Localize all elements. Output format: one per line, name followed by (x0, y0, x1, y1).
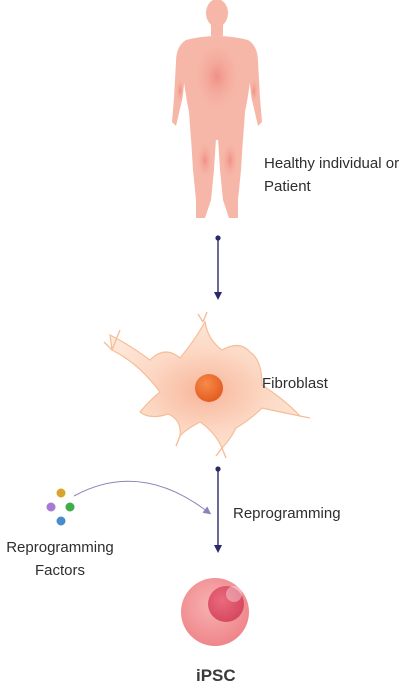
reprogramming-label: Reprogramming (233, 505, 341, 522)
arrow-to-ipsc (214, 466, 222, 553)
ipsc-label: iPSC (196, 666, 236, 685)
fibroblast-cell-icon (103, 311, 311, 459)
human-body-icon (172, 0, 262, 218)
fibroblast-label: Fibroblast (262, 375, 328, 392)
human-label: Healthy individual or Patient (264, 155, 400, 195)
factors-arrow (73, 480, 212, 515)
ipsc-cell-icon (181, 578, 249, 646)
factors-label: Reprogramming Factors (6, 539, 114, 579)
arrow-to-fibroblast (214, 235, 222, 300)
reprogramming-factors-dots-icon (46, 488, 75, 526)
